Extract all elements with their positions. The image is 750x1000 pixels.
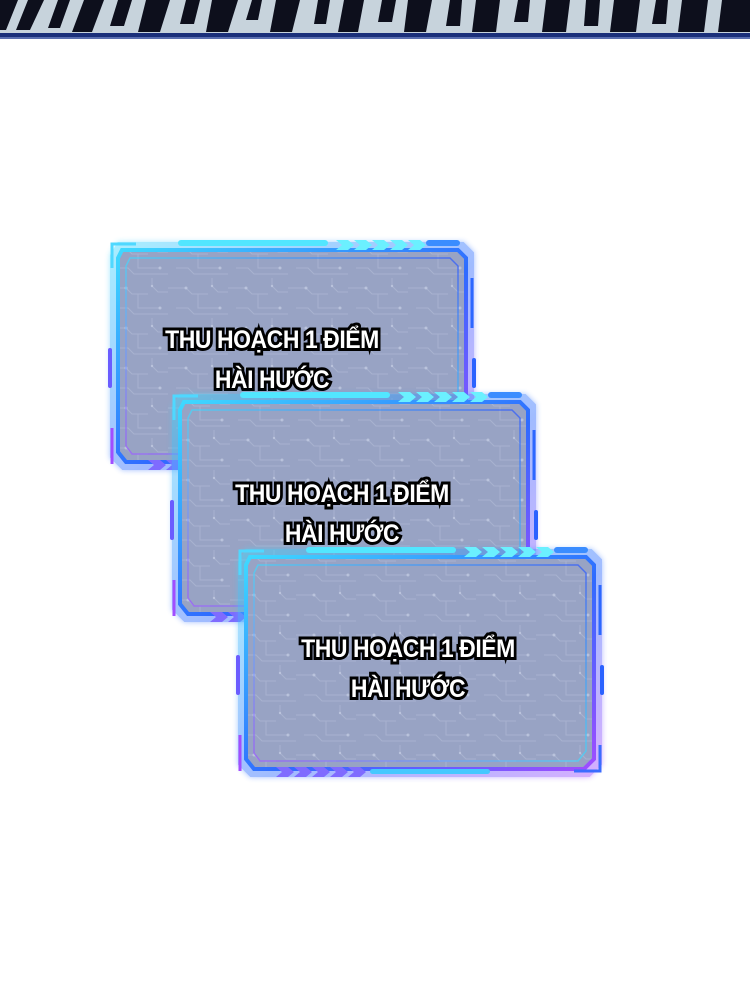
top-comic-strip: [0, 0, 750, 39]
panel-message-line-2: HÀI HƯỚC: [348, 672, 468, 706]
panel-message-line-1: THU HOẠCH 1 ĐIỂM: [298, 632, 518, 666]
panel-message-line-2: HÀI HƯỚC: [282, 517, 402, 551]
info-panel-1: THU HOẠCH 1 ĐIỂM HÀI HƯỚC: [108, 238, 476, 470]
panel-message-line-2: HÀI HƯỚC: [212, 363, 332, 397]
panel-message-line-1: THU HOẠCH 1 ĐIỂM: [232, 477, 452, 511]
panel-message: THU HOẠCH 1 ĐIỂM HÀI HƯỚC: [173, 474, 512, 554]
info-panel-3: THU HOẠCH 1 ĐIỂM HÀI HƯỚC: [236, 545, 604, 777]
panel-message-line-1: THU HOẠCH 1 ĐIỂM: [162, 323, 382, 357]
info-panel-2: THU HOẠCH 1 ĐIỂM HÀI HƯỚC: [170, 390, 538, 622]
panel-message: THU HOẠCH 1 ĐIỂM HÀI HƯỚC: [239, 629, 578, 709]
panel-message: THU HOẠCH 1 ĐIỂM HÀI HƯỚC: [103, 320, 442, 400]
